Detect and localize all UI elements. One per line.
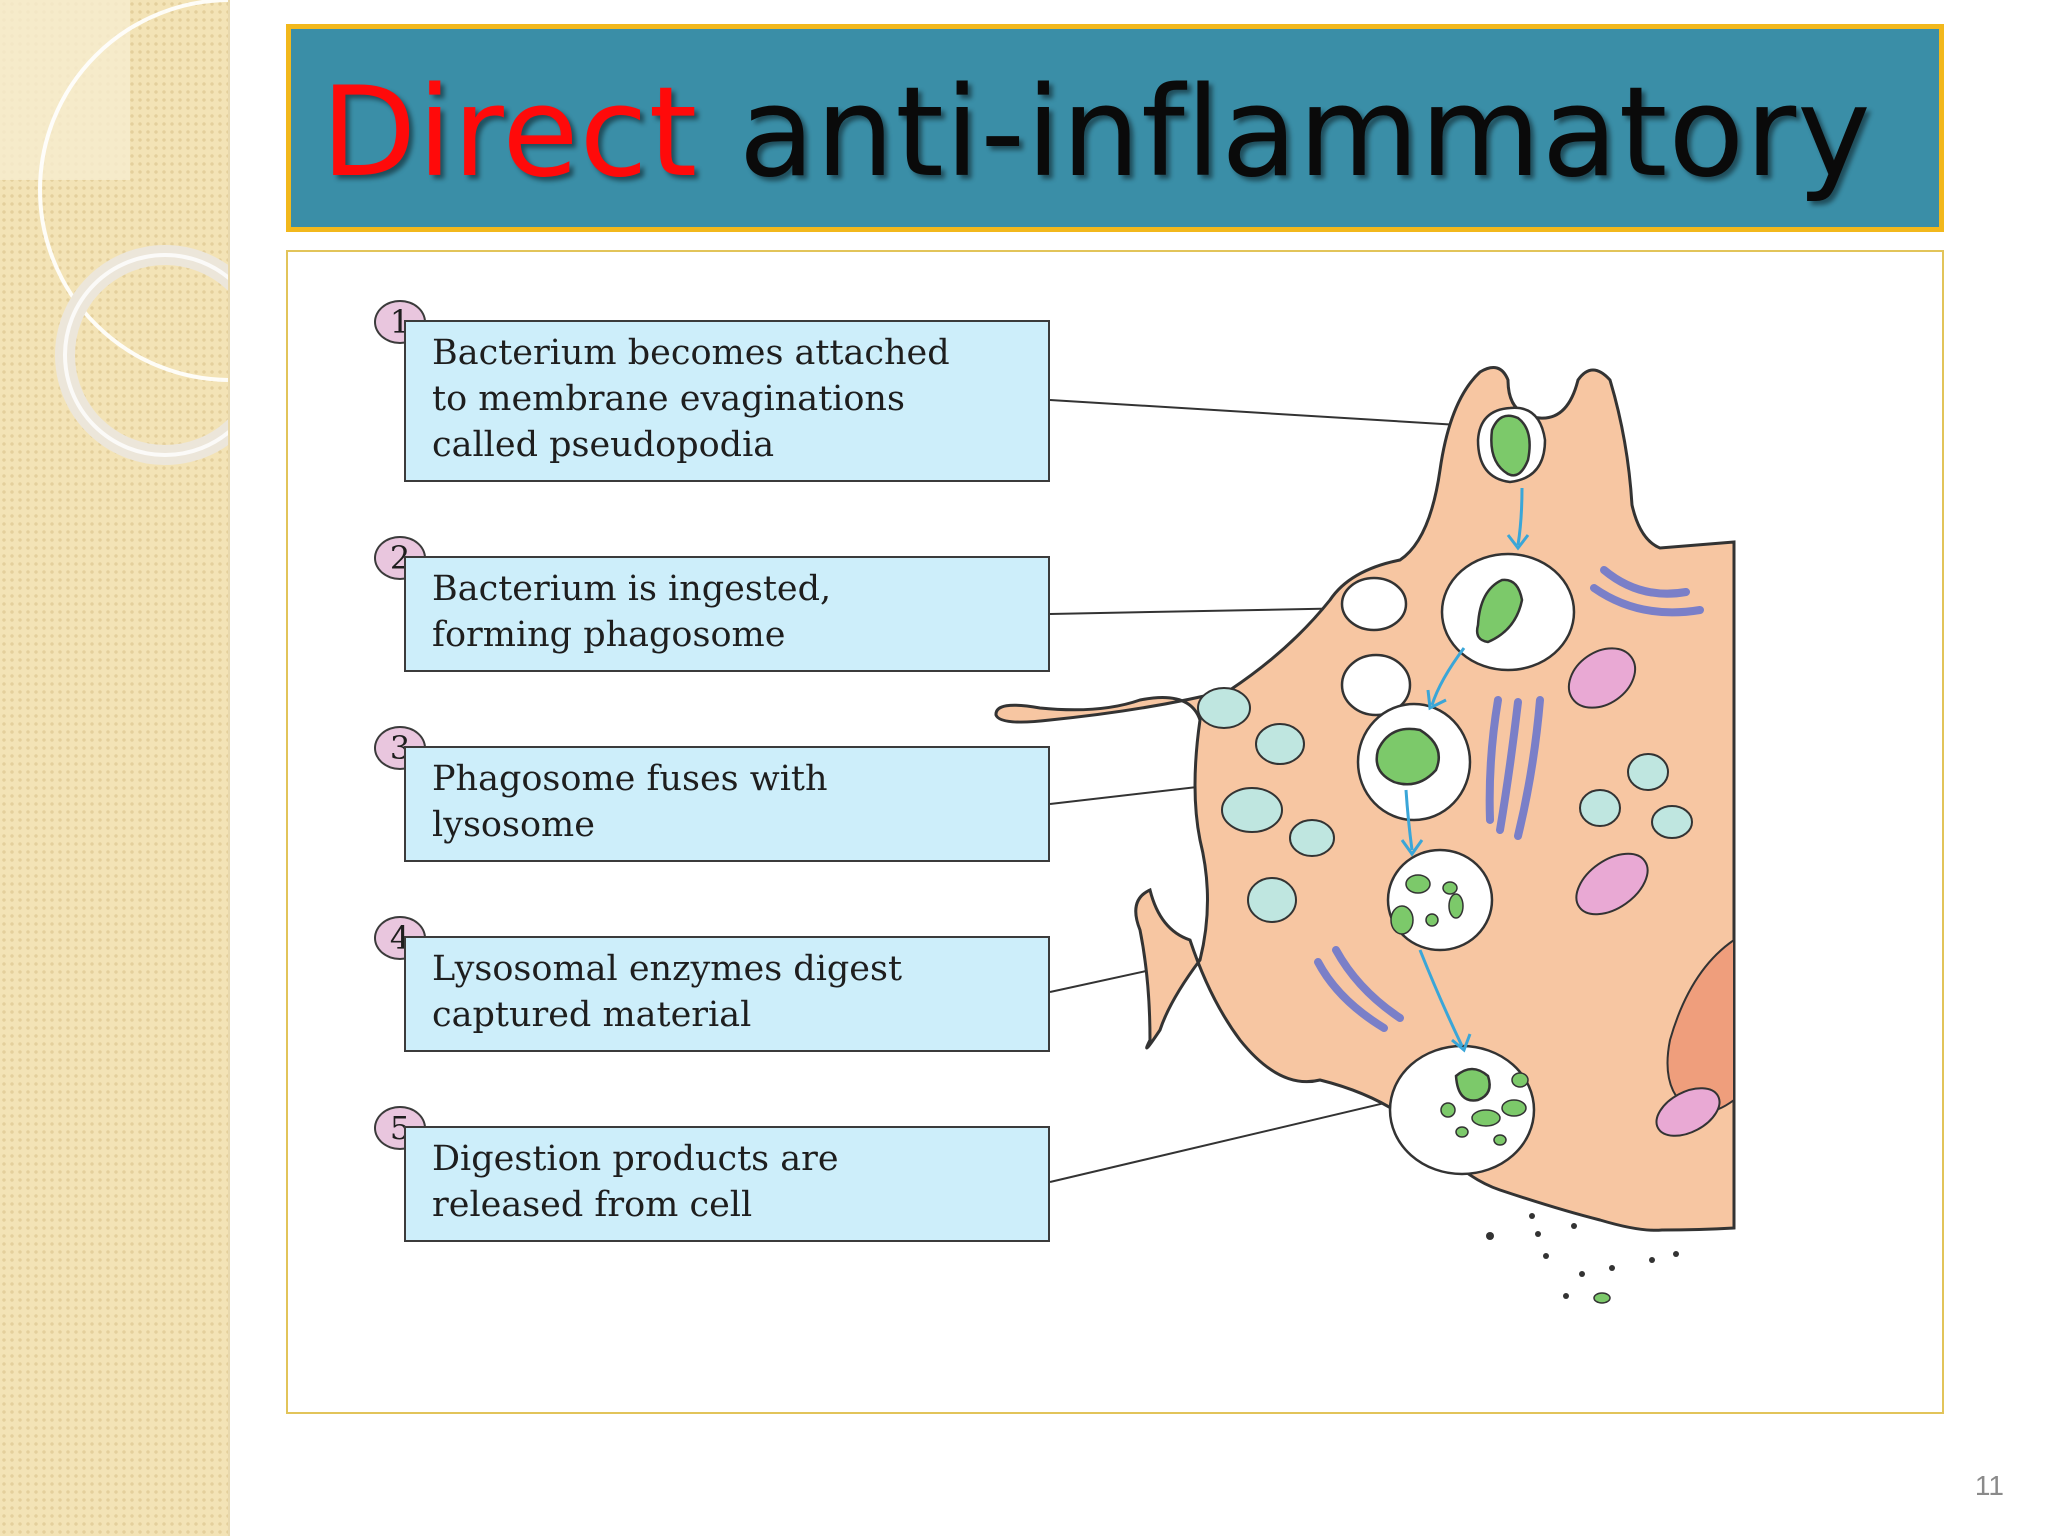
digestion-fragments — [1390, 874, 1529, 1146]
step-text-4: Lysosomal enzymes digest captured materi… — [432, 949, 903, 1035]
step-text-5: Digestion products are released from cel… — [432, 1139, 839, 1225]
step-number-4: 4 — [374, 916, 426, 960]
decorative-rings — [0, 0, 228, 465]
step-box-1: Bacterium becomes attached to membrane e… — [404, 320, 1050, 482]
phagocytosis-vesicles — [1340, 406, 1576, 1176]
organelles — [1197, 566, 1721, 1137]
macrophage-cell — [994, 366, 1736, 1232]
title-rest: anti-inflammatory — [698, 61, 1872, 205]
slide-number: 11 — [1974, 1470, 2004, 1501]
step-box-5: Digestion products are released from cel… — [404, 1126, 1050, 1242]
slide-title: Direct anti-inflammatory — [321, 63, 1872, 203]
step-text-2: Bacterium is ingested, forming phagosome — [432, 569, 832, 655]
step-text-1: Bacterium becomes attached to membrane e… — [432, 333, 950, 465]
step-box-3: Phagosome fuses with lysosome — [404, 746, 1050, 862]
step-box-2: Bacterium is ingested, forming phagosome — [404, 556, 1050, 672]
title-bar: Direct anti-inflammatory — [286, 24, 1944, 232]
step-box-4: Lysosomal enzymes digest captured materi… — [404, 936, 1050, 1052]
step-text-3: Phagosome fuses with lysosome — [432, 759, 828, 845]
released-products — [1486, 1213, 1679, 1304]
title-highlight: Direct — [321, 61, 699, 205]
decorative-side-panel — [0, 0, 230, 1536]
pathway-arrows — [1400, 487, 1530, 1053]
